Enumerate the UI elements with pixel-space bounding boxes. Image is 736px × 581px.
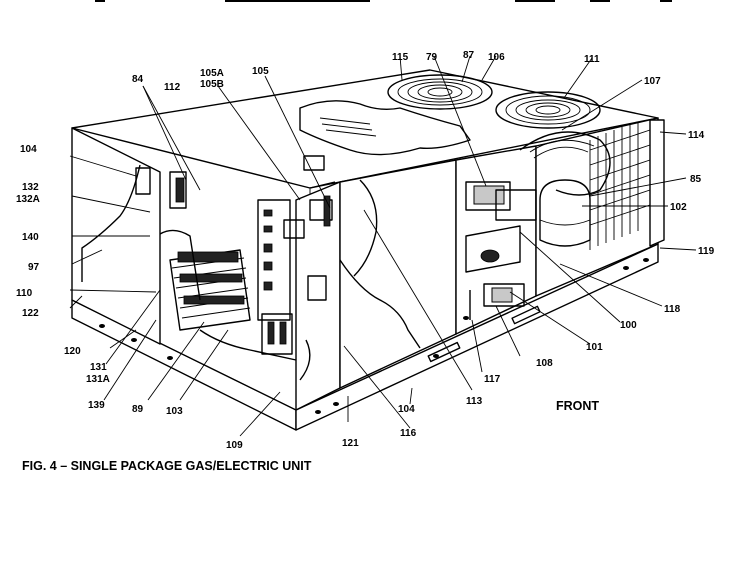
callout-140: 140 [22,232,39,243]
callout-105A: 105A [200,68,224,79]
callout-100: 100 [620,320,637,331]
callout-132A: 132A [16,194,40,205]
callout-112: 112 [164,82,181,93]
callout-104-front: 104 [398,404,415,415]
callout-118: 118 [664,304,681,315]
callout-103: 103 [166,406,183,417]
top-slats [303,117,377,171]
callout-139: 139 [88,400,105,411]
callout-121: 121 [342,438,359,449]
callout-113: 113 [466,396,483,407]
callout-109: 109 [226,440,243,451]
callout-labels: 115 79 87 106 111 107 114 85 102 119 118… [16,50,715,451]
callout-114: 114 [688,130,705,141]
fan-guard-1 [387,74,493,110]
callout-84: 84 [132,74,144,85]
callout-131: 131 [90,362,107,373]
callout-120: 120 [64,346,81,357]
fan-guard-2 [495,91,601,129]
callout-104-left: 104 [20,144,37,155]
callout-85: 85 [690,174,702,185]
callout-89: 89 [132,404,144,415]
blower-scroll [519,131,611,196]
center-components [463,181,537,320]
unit-illustration [71,69,665,431]
callout-108: 108 [536,358,553,369]
callout-115: 115 [392,52,409,63]
callout-122: 122 [22,308,39,319]
control-panel [257,199,327,355]
callout-131A: 131A [86,374,110,385]
leader-lines [69,55,697,437]
callout-132: 132 [22,182,39,193]
callout-105: 105 [252,66,269,77]
callout-97: 97 [28,262,40,273]
callout-117: 117 [484,374,501,385]
heat-exchanger [159,229,251,331]
callout-111: 111 [584,54,600,65]
callout-116: 116 [400,428,417,439]
callout-102: 102 [670,202,687,213]
callout-106: 106 [488,52,505,63]
callout-101: 101 [586,342,603,353]
callout-87: 87 [463,50,475,61]
callout-79: 79 [426,52,438,63]
callout-119: 119 [698,246,715,257]
base-holes [99,258,649,414]
figure-caption: FIG. 4 – SINGLE PACKAGE GAS/ELECTRIC UNI… [22,459,312,473]
compressor [539,179,591,247]
callout-107: 107 [644,76,661,87]
front-label: FRONT [556,399,599,413]
callout-105B: 105B [200,79,224,90]
cropped-header [95,0,672,2]
callout-110: 110 [16,288,33,299]
